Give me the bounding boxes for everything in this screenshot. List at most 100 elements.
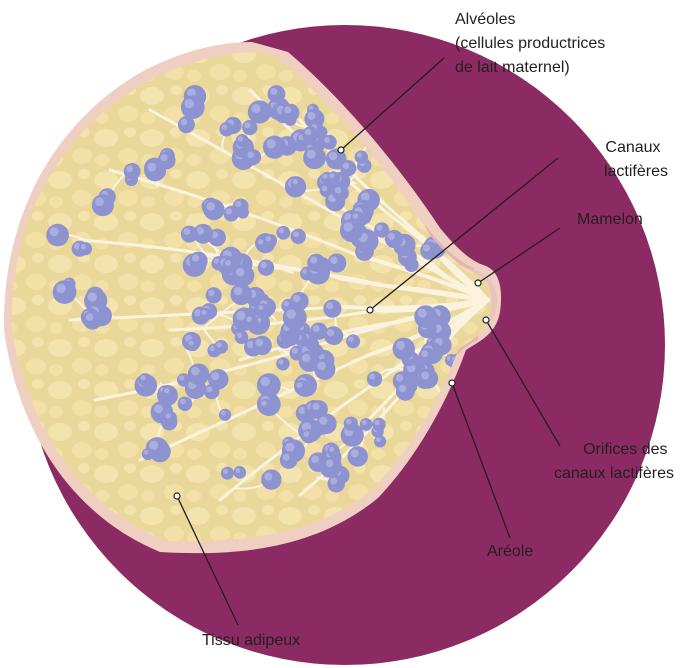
alveolus-highlight: [211, 372, 219, 380]
alveolus-highlight: [423, 244, 430, 251]
alveolus-highlight: [266, 139, 275, 148]
alveolus-highlight: [343, 222, 352, 231]
alveolus: [346, 334, 360, 348]
alveolus-highlight: [284, 106, 291, 113]
alveolus-highlight: [421, 372, 429, 380]
alveolus: [219, 122, 233, 136]
alveolus-highlight: [348, 336, 354, 342]
alveolus-highlight: [221, 411, 226, 416]
alveolus-highlight: [235, 468, 240, 473]
alveolus-highlight: [283, 301, 289, 307]
alveolus-highlight: [335, 187, 342, 194]
alveolus: [144, 159, 166, 181]
alveolus-highlight: [56, 284, 65, 293]
alveolus-highlight: [189, 341, 194, 346]
alveolus-highlight: [343, 163, 349, 169]
alveolus-highlight: [296, 382, 302, 388]
alveolus: [258, 259, 274, 275]
alveolus-highlight: [353, 213, 359, 219]
alveolus-highlight: [302, 354, 311, 363]
alveolus-highlight: [357, 152, 362, 157]
alveolus-highlight: [292, 348, 298, 354]
alveolus: [139, 373, 152, 386]
label-alveoles: Alvéoles (cellules productrices de lait …: [455, 11, 610, 76]
areole-marker: [449, 380, 455, 386]
alveolus-highlight: [307, 112, 315, 120]
alveolus-highlight: [293, 295, 300, 302]
alveolus: [324, 326, 343, 345]
alveolus: [294, 380, 309, 395]
alveolus: [281, 104, 299, 122]
alveolus-highlight: [261, 401, 267, 407]
alveolus-highlight: [202, 310, 207, 315]
alveolus: [314, 359, 335, 380]
alveolus-highlight: [362, 420, 367, 425]
alveolus-highlight: [258, 305, 263, 310]
alveolus: [367, 371, 382, 386]
alveolus: [332, 184, 348, 200]
alveolus-highlight: [206, 386, 212, 392]
alveolus: [418, 369, 438, 389]
tissu-marker: [174, 493, 180, 499]
alveolus-highlight: [165, 413, 170, 418]
alveolus-highlight: [222, 124, 228, 130]
alveolus: [360, 418, 373, 431]
alveolus: [233, 198, 249, 214]
alveolus: [46, 224, 69, 247]
alveolus-highlight: [81, 244, 86, 249]
alveolus-highlight: [147, 163, 156, 172]
alveolus: [206, 287, 222, 303]
alveolus-highlight: [149, 441, 158, 450]
alveolus-highlight: [351, 449, 359, 457]
alveolus: [178, 116, 195, 133]
alveolus: [414, 305, 437, 328]
alveolus: [261, 469, 281, 489]
alveolus-highlight: [192, 254, 199, 261]
alveolus-highlight: [225, 260, 231, 266]
alveolus: [351, 211, 365, 225]
alveolus: [248, 100, 271, 123]
alveolus: [316, 413, 337, 434]
alveolus: [264, 234, 277, 247]
alveolus: [355, 150, 368, 163]
alveolus-highlight: [322, 174, 327, 179]
alveolus: [256, 303, 269, 316]
alveolus-highlight: [304, 431, 310, 437]
alveolus: [223, 258, 238, 273]
alveolus-highlight: [236, 311, 245, 320]
alveolus-highlight: [234, 287, 243, 296]
alveolus: [83, 310, 102, 329]
alveolus-highlight: [238, 136, 243, 141]
alveolus: [322, 135, 337, 150]
alveolus-highlight: [376, 437, 381, 442]
alveolus-highlight: [164, 388, 170, 394]
alveolus-highlight: [317, 362, 326, 371]
alveolus-highlight: [307, 150, 316, 159]
alveolus: [263, 136, 286, 159]
alveolus-highlight: [179, 375, 184, 380]
alveolus-highlight: [236, 268, 245, 277]
alveolus: [244, 314, 258, 328]
alveolus-highlight: [322, 186, 327, 191]
alveolus-highlight: [256, 339, 264, 347]
alveolus-highlight: [396, 374, 404, 382]
alveolus-highlight: [258, 239, 263, 244]
alveolus-highlight: [216, 342, 221, 347]
alveolus: [219, 409, 231, 421]
alveolus: [79, 242, 92, 255]
label-areole: Aréole: [487, 543, 533, 560]
alveolus-highlight: [421, 350, 428, 357]
alveolus: [327, 171, 340, 184]
mamelon-marker: [475, 280, 481, 286]
alveolus: [221, 467, 234, 480]
alveolus-highlight: [293, 231, 299, 237]
alveolus: [236, 134, 249, 147]
alveolus: [259, 399, 273, 413]
alveolus: [344, 417, 358, 431]
alveolus-highlight: [160, 154, 167, 161]
alveolus-highlight: [191, 367, 200, 376]
alveolus: [327, 445, 339, 457]
alveolus: [307, 254, 325, 272]
alveolus: [276, 226, 290, 240]
alveolus: [189, 252, 208, 271]
